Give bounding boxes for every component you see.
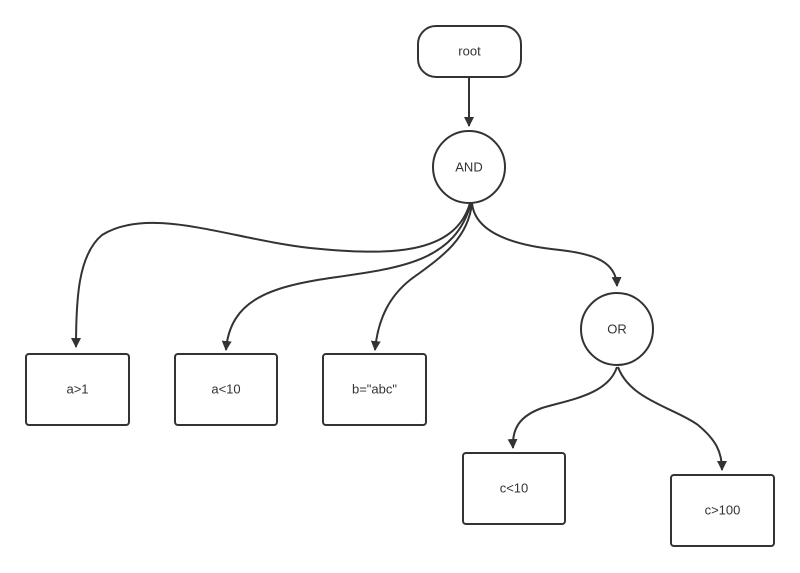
edge-and-to-a-lt-10 <box>221 202 472 351</box>
edge-and-to-a-gt-1 <box>71 202 471 348</box>
node-or-label: OR <box>607 321 627 336</box>
node-a-gt-1-label: a>1 <box>66 381 88 396</box>
node-c-gt-100: c>100 <box>670 474 775 547</box>
node-c-gt-100-shape <box>670 474 775 547</box>
node-b-eq-abc-label: b="abc" <box>352 381 397 396</box>
node-a-lt-10-label: a<10 <box>211 381 240 396</box>
node-c-gt-100-label: c>100 <box>705 502 741 517</box>
edge-or-to-c-lt-10 <box>507 366 618 449</box>
edges <box>71 78 727 471</box>
node-or-shape <box>580 292 654 366</box>
node-b-eq-abc-shape <box>322 353 427 426</box>
node-a-gt-1-shape <box>25 353 130 426</box>
node-and: AND <box>432 130 506 204</box>
node-c-lt-10-label: c<10 <box>500 480 529 495</box>
node-root-shape <box>417 25 522 78</box>
node-or: OR <box>580 292 654 366</box>
node-and-label: AND <box>455 159 482 174</box>
edge-or-to-c-gt-100 <box>617 366 727 471</box>
node-root-label: root <box>458 43 481 58</box>
node-a-lt-10-shape <box>174 353 278 426</box>
edge-and-to-or <box>471 202 622 287</box>
node-c-lt-10: c<10 <box>462 452 566 525</box>
node-c-lt-10-shape <box>462 452 566 525</box>
node-a-lt-10: a<10 <box>174 353 278 426</box>
node-and-shape <box>432 130 506 204</box>
node-a-gt-1: a>1 <box>25 353 130 426</box>
node-b-eq-abc: b="abc" <box>322 353 427 426</box>
edge-and-to-b-eq-abc <box>370 202 473 351</box>
node-root: root <box>417 25 522 78</box>
